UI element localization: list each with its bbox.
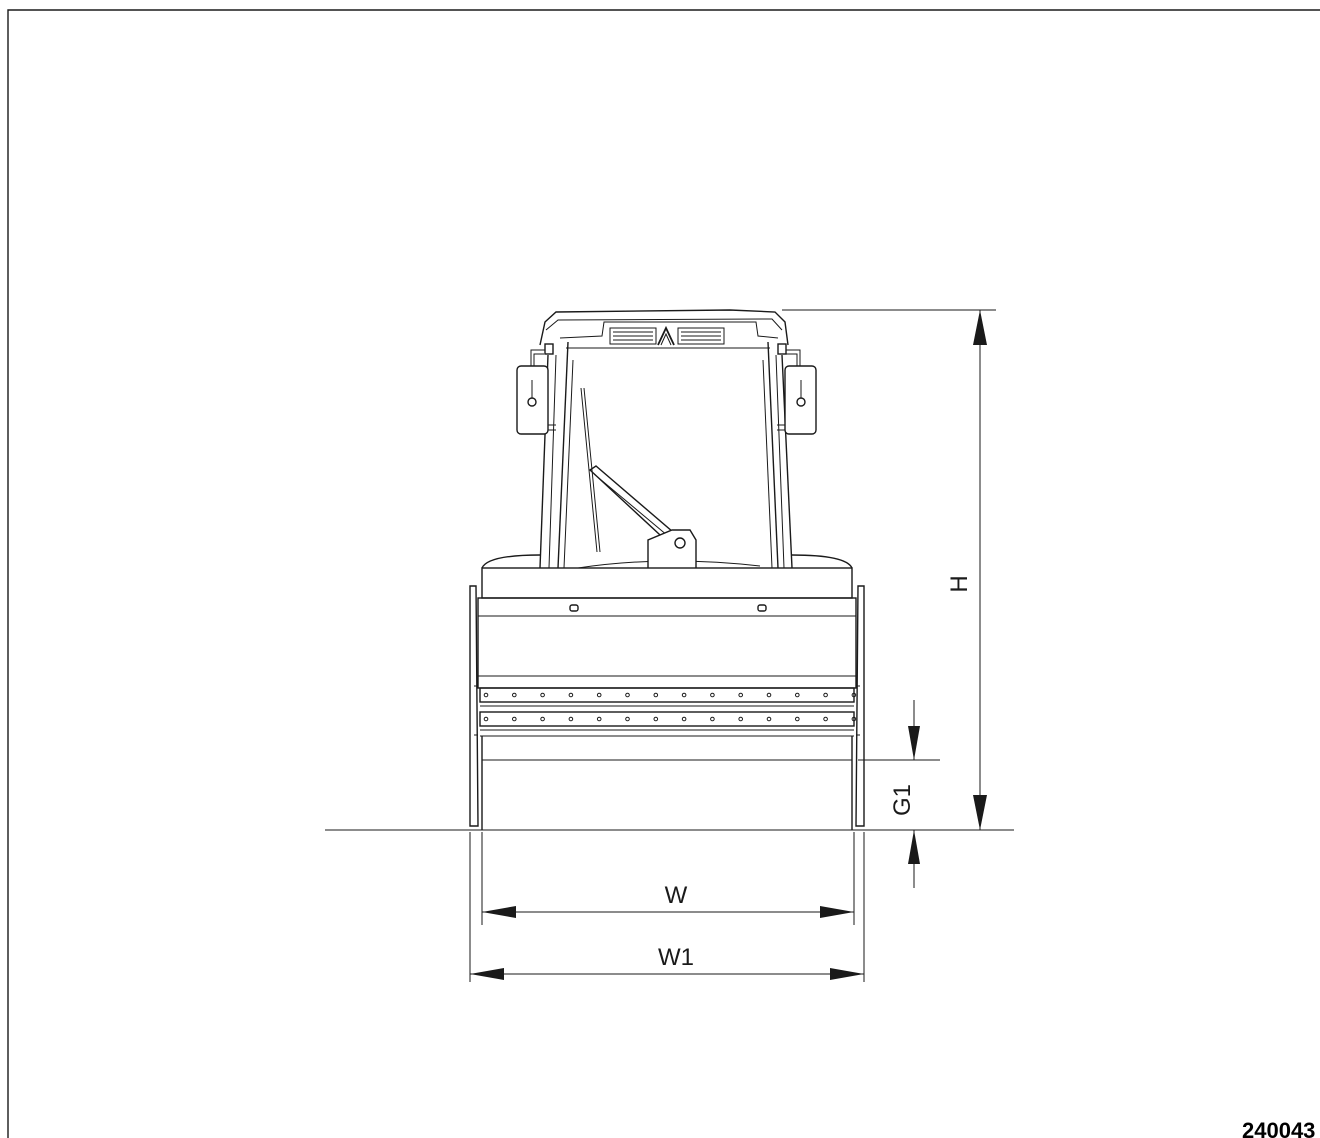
scraper-bolt	[823, 692, 828, 698]
scraper-bolt	[625, 716, 630, 722]
figure-id: 240043	[1242, 1118, 1315, 1138]
scraper-bolt	[823, 716, 828, 722]
machine-front-view	[469, 309, 865, 830]
scraper-bolt	[681, 716, 687, 722]
mirror-left-icon	[516, 343, 556, 435]
overall-width-label: W1	[658, 944, 694, 971]
scraper-bolt	[596, 716, 602, 722]
scraper-bolt	[625, 692, 630, 698]
dimension-width: W	[481, 832, 855, 925]
scraper-bolt	[738, 716, 744, 722]
scraper-bolt	[738, 692, 744, 698]
dimension-overall-width: W1	[469, 832, 865, 982]
scraper-bolt	[766, 692, 772, 698]
scraper-bolt	[710, 716, 715, 722]
scraper-bolt	[653, 692, 659, 698]
mirror-right-icon	[777, 343, 817, 435]
wiper-icon	[580, 387, 697, 568]
scraper-bolt	[795, 716, 800, 722]
scraper-bolt	[568, 716, 574, 722]
scraper-bolt	[568, 692, 574, 698]
scraper-bolt	[653, 716, 659, 722]
dimension-ground-clearance: G1	[858, 700, 940, 888]
drawing-frame	[7, 9, 1320, 1138]
width-label: W	[665, 882, 688, 909]
scraper-bolt	[483, 716, 489, 722]
scraper-bolt	[512, 692, 517, 698]
scraper-bolt	[512, 716, 517, 722]
scraper-bolt	[540, 692, 545, 698]
drum-icon	[469, 567, 865, 830]
ground-clearance-label: G1	[889, 784, 916, 816]
scraper-bolt	[483, 692, 489, 698]
scraper-bolt	[540, 716, 545, 722]
scraper-bar-icon	[479, 687, 857, 737]
dimension-height: H	[782, 309, 996, 830]
scraper-bolt	[766, 716, 772, 722]
scraper-bolt	[795, 692, 800, 698]
scraper-bolt	[681, 692, 687, 698]
scraper-bolt	[710, 692, 715, 698]
height-label: H	[946, 575, 973, 592]
scraper-bolt	[596, 692, 602, 698]
scraper-bolt	[851, 692, 857, 698]
scraper-bolt	[851, 716, 857, 722]
cab-icon	[481, 309, 853, 569]
